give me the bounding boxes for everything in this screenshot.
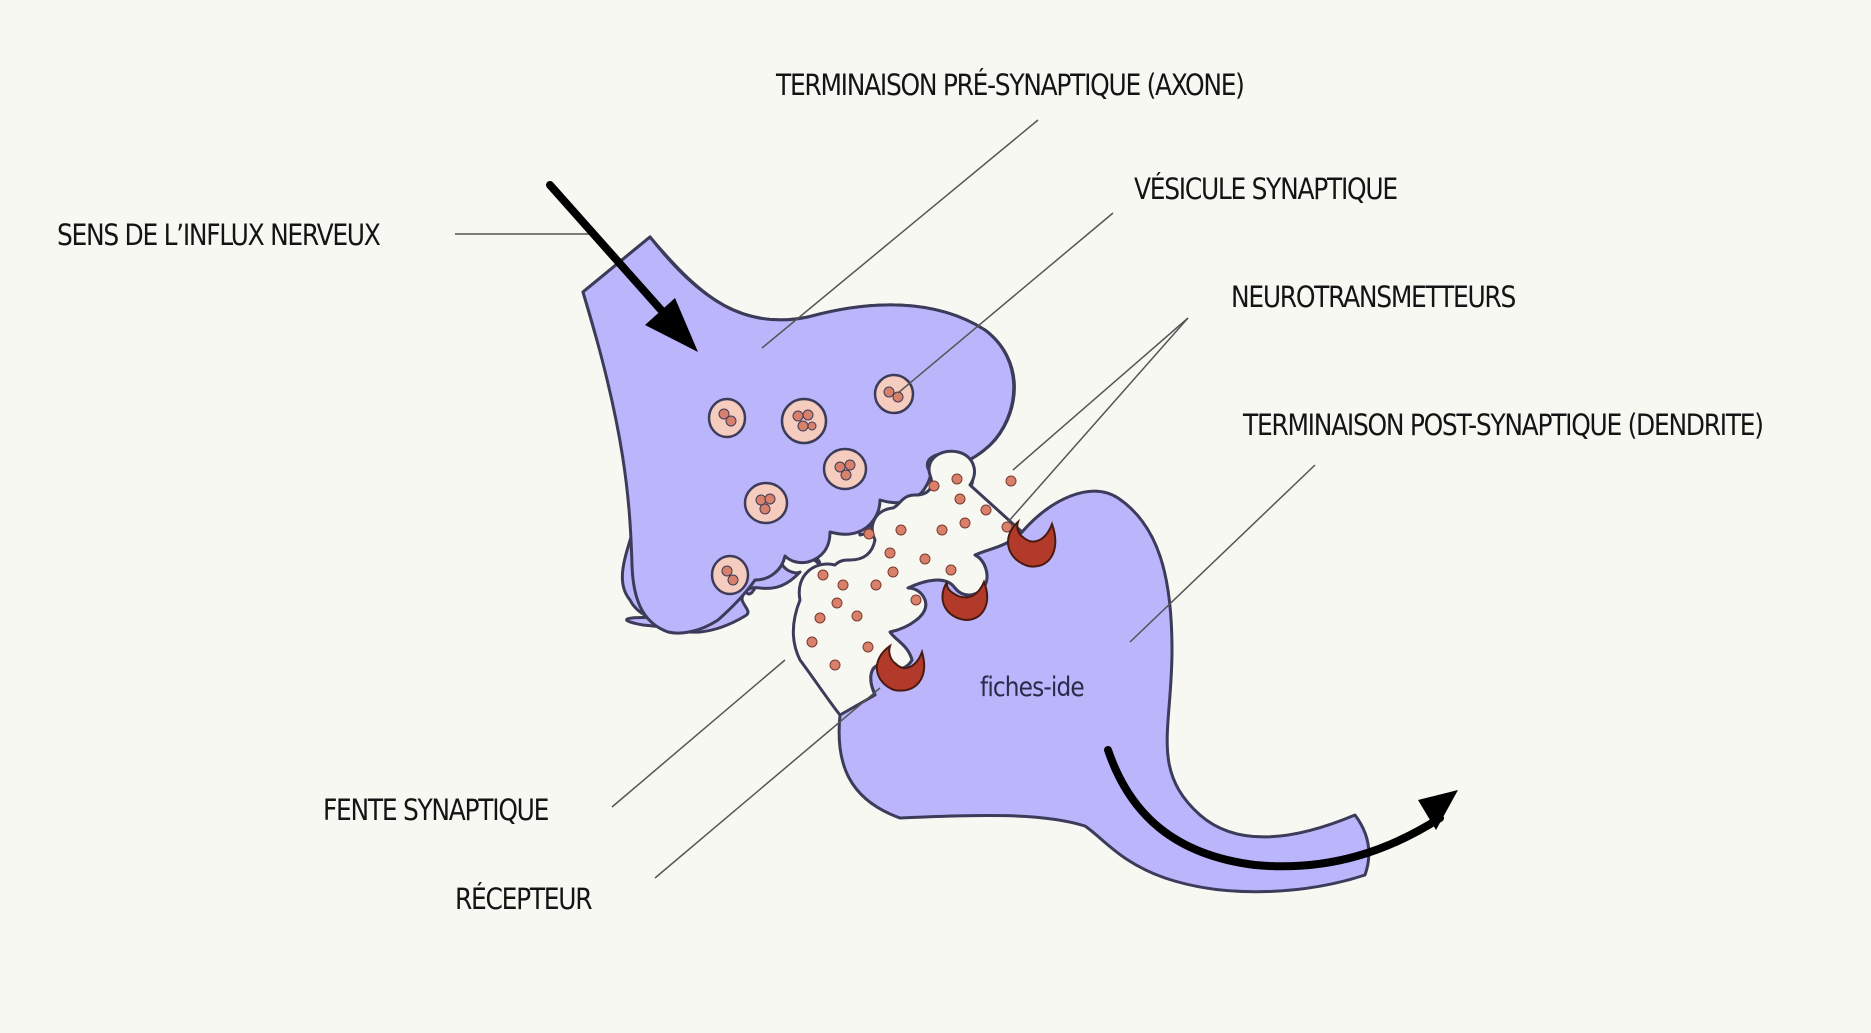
label-receptor: RÉCEPTEUR — [455, 882, 593, 916]
neurotransmitter — [959, 517, 971, 529]
watermark: fiches-ide — [980, 672, 1085, 703]
synaptic-vesicles — [707, 373, 915, 596]
neurotransmitter — [887, 566, 899, 578]
receptor — [941, 579, 989, 622]
neurotransmitter — [862, 641, 874, 653]
neurotransmitter — [919, 553, 931, 565]
label-presynaptic-terminal: TERMINAISON PRÉ-SYNAPTIQUE (AXONE) — [776, 68, 1245, 102]
neurotransmitter — [980, 504, 992, 516]
label-synaptic-cleft: FENTE SYNAPTIQUE — [323, 793, 549, 827]
receptors — [875, 518, 1057, 692]
impulse-arrow-in — [546, 181, 698, 352]
neurotransmitter — [951, 473, 963, 485]
neurotransmitter — [814, 612, 826, 624]
neurotransmitter — [895, 524, 907, 536]
neurotransmitter — [863, 528, 875, 540]
neurotransmitter — [884, 547, 896, 559]
neurotransmitter — [831, 597, 843, 609]
receptor — [1007, 518, 1057, 568]
neurotransmitter — [851, 610, 863, 622]
label-postsynaptic-terminal: TERMINAISON POST-SYNAPTIQUE (DENDRITE) — [1243, 408, 1764, 442]
neurotransmitter — [936, 524, 948, 536]
neurotransmitter — [1005, 475, 1017, 487]
neurotransmitter — [837, 579, 849, 591]
receptor — [875, 643, 925, 692]
synaptic-vesicle — [873, 373, 915, 415]
label-synaptic-vesicle: VÉSICULE SYNAPTIQUE — [1134, 172, 1398, 206]
leader-line-receptor — [654, 687, 881, 879]
leader-line-vesicle — [897, 212, 1114, 394]
synaptic-vesicle — [707, 397, 747, 439]
label-neurotransmitters: NEUROTRANSMETTEURS — [1231, 280, 1516, 314]
synaptic-vesicle — [743, 481, 789, 525]
leader-line-presynaptic — [761, 119, 1039, 349]
synaptic-vesicle — [822, 447, 868, 491]
neurotransmitter — [829, 659, 841, 671]
impulse-arrow-out — [1104, 746, 1458, 871]
leader-line-postsynaptic — [1129, 464, 1316, 643]
leader-line-neurotransmitters-a — [1012, 317, 1189, 471]
synaptic-vesicle — [780, 397, 828, 445]
leader-line-cleft — [611, 659, 786, 808]
neurotransmitters — [806, 473, 1017, 671]
leader-line-neurotransmitters-b — [1007, 317, 1189, 523]
neurotransmitter — [945, 564, 957, 576]
synaptic-vesicle — [710, 554, 750, 596]
neurotransmitter — [806, 636, 818, 648]
neurotransmitter — [910, 594, 922, 606]
neurotransmitter — [954, 493, 966, 505]
neurotransmitter — [817, 569, 829, 581]
neurotransmitter — [928, 480, 940, 492]
label-impulse-direction: SENS DE L’INFLUX NERVEUX — [57, 218, 381, 252]
leader-lines — [455, 119, 1316, 879]
neurotransmitter — [870, 579, 882, 591]
